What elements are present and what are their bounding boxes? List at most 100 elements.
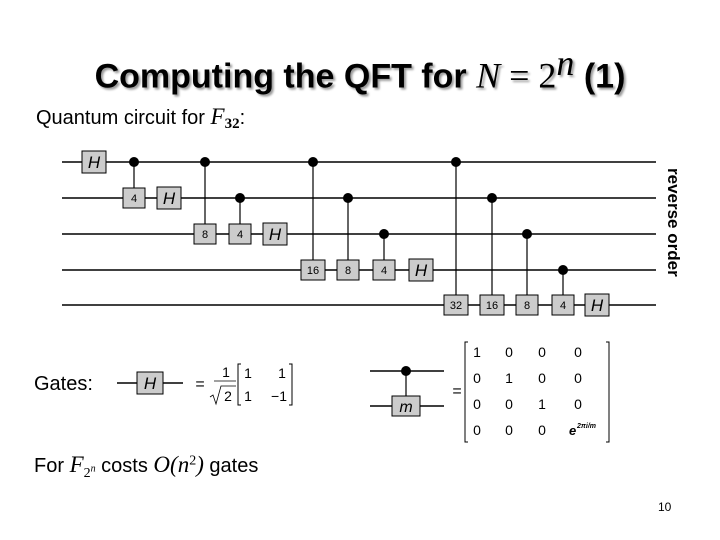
reverse-order-text: reverse order	[664, 168, 683, 277]
phase-label: 8	[524, 300, 530, 312]
cost-F: F	[69, 452, 84, 477]
hadamard-box	[584, 293, 610, 317]
phase-gate-4: 4	[228, 223, 252, 245]
phase-box	[515, 294, 539, 316]
slide-title: Computing the QFT for N = 2n (1)	[0, 42, 720, 96]
hadamard-gate-4: H	[408, 258, 434, 282]
phase-gate-4: 4	[122, 187, 146, 209]
control-dot	[200, 157, 210, 167]
cphase-def-control-dot	[401, 366, 411, 376]
page-number: 10	[658, 500, 672, 514]
cphase-matrix-cell: 0	[538, 344, 546, 360]
phase-box	[300, 259, 326, 281]
hadamard-label: H	[88, 153, 101, 172]
title-suffix: (1)	[574, 57, 626, 96]
reverse-order-label: reverse order	[664, 168, 683, 277]
hadamard-gate-2: H	[156, 186, 182, 210]
control-dot	[487, 193, 497, 203]
cphase-matrix-cell: 0	[505, 422, 513, 438]
phase-label: 4	[131, 193, 137, 205]
control-dot	[451, 157, 461, 167]
cphase-matrix-cell: 0	[538, 370, 546, 386]
phase-gate-4: 4	[551, 294, 575, 316]
cphase-def-label: m	[399, 399, 412, 416]
phase-label: 4	[381, 265, 387, 277]
control-dot	[379, 229, 389, 239]
hadamard-matrix-cell: −1	[271, 388, 287, 404]
hadamard-matrix-cell: 1	[244, 388, 252, 404]
phase-box	[193, 223, 217, 245]
hadamard-box	[408, 258, 434, 282]
cphase-matrix-cell: 0	[473, 370, 481, 386]
equals-sign-1: =	[195, 376, 204, 393]
subtitle-math-F: F	[210, 104, 225, 129]
title-math-n: N	[476, 55, 501, 96]
cost-prefix: For	[34, 455, 70, 477]
phase-gate-8: 8	[515, 294, 539, 316]
phase-gate-16: 16	[300, 259, 326, 281]
phase-box	[443, 294, 469, 316]
control-dot	[343, 193, 353, 203]
cphase-matrix-cell: 0	[574, 396, 582, 412]
phase-gate-8: 8	[336, 259, 360, 281]
hadamard-label: H	[415, 261, 428, 280]
cphase-matrix-cell: 0	[505, 396, 513, 412]
title-math-eq: = 2	[500, 55, 557, 96]
phase-gate-4: 4	[372, 259, 396, 281]
cost-sub-exp: n	[90, 463, 96, 475]
cost-sup: 2	[189, 453, 197, 469]
hadamard-gates: H H H H H	[81, 150, 610, 317]
hadamard-def-box	[136, 371, 164, 395]
hadamard-gate-1: H	[81, 150, 107, 174]
qubit-wires	[62, 161, 656, 306]
subtitle-colon: :	[239, 107, 246, 129]
equals-sign-2: =	[452, 383, 461, 400]
matrix-bracket-left	[237, 363, 241, 406]
hadamard-factor-num: 1	[222, 364, 230, 380]
hadamard-gate-3: H	[262, 222, 288, 246]
phase-label: 32	[450, 300, 462, 312]
subtitle-text: Quantum circuit for	[36, 107, 211, 129]
cost-suffix: gates	[203, 455, 259, 477]
hadamard-label: H	[269, 225, 282, 244]
hadamard-matrix-cell: 1	[244, 365, 252, 381]
cphase-matrix-cell: 1	[538, 396, 546, 412]
cphase-matrix-cell: 1	[473, 344, 481, 360]
phase-gate-32: 32	[443, 294, 469, 316]
cphase-matrix-cell: 0	[473, 422, 481, 438]
cost-sub: 2n	[83, 463, 96, 481]
phase-gate-16: 16	[479, 294, 505, 316]
hadamard-matrix-cell: 1	[278, 365, 286, 381]
title-text: Computing the QFT for	[94, 57, 477, 96]
matrix-bracket-right	[606, 341, 610, 443]
control-dot	[308, 157, 318, 167]
hadamard-box	[156, 186, 182, 210]
control-dot	[522, 229, 532, 239]
hadamard-label: H	[163, 189, 176, 208]
cost-close: )	[196, 452, 204, 477]
hadamard-gate-5: H	[584, 293, 610, 317]
hadamard-box	[81, 150, 107, 174]
phase-label: 8	[345, 265, 351, 277]
cphase-corner-base: e	[569, 423, 576, 438]
hadamard-label: H	[591, 296, 604, 315]
cost-statement: For F2n costs O(n2) gates	[34, 452, 258, 482]
phase-label: 16	[486, 300, 498, 312]
title-math-sup: n	[556, 43, 575, 83]
matrix-bracket-right	[289, 363, 293, 406]
control-dot	[558, 265, 568, 275]
gate-definitions: H = 1 2 1 1 1 −1 m = 1 0 0 0 0 1	[117, 341, 610, 443]
cost-mid: costs	[95, 455, 154, 477]
cphase-matrix-cell: 0	[574, 370, 582, 386]
sqrt-sign-icon	[209, 385, 236, 406]
phase-label: 4	[237, 229, 243, 241]
cphase-matrix-cell: 1	[505, 370, 513, 386]
cost-sub-base: 2	[83, 466, 91, 481]
cost-O: O(n	[153, 452, 190, 477]
cphase-matrix-cell: 0	[473, 396, 481, 412]
subtitle-math-sub: 32	[224, 116, 240, 132]
cphase-corner-exp: 2πi/m	[576, 423, 596, 430]
cphase-matrix-cell: 0	[538, 422, 546, 438]
cphase-matrix: 1 0 0 0 0 1 0 0 0 0 1 0 0 0 0	[473, 344, 582, 438]
phase-gates: 4 8 4 16 8 4 32 16	[122, 187, 575, 316]
